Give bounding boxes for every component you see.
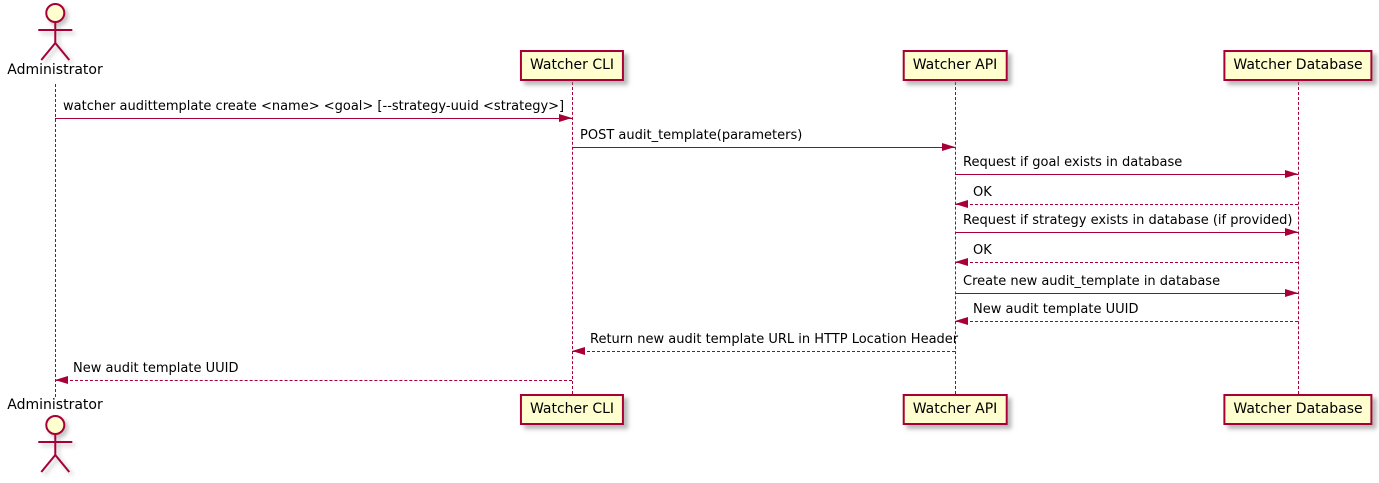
arrowhead-icon [955,200,968,208]
arrowhead-icon [572,347,585,355]
actor-administrator-bottom: Administrator [7,397,103,474]
message-label-4: OK [973,185,992,200]
message-line-6 [955,262,1298,263]
message-line-1 [55,118,572,119]
message-label-8: New audit template UUID [973,302,1139,317]
message-label-2: POST audit_template(parameters) [580,128,803,143]
message-label-6: OK [973,243,992,258]
arrowhead-icon [1285,170,1298,178]
message-label-1: watcher audittemplate create <name> <goa… [63,99,565,114]
message-line-4 [955,204,1298,205]
participant-box-watcher-api-top: Watcher API [902,50,1008,81]
message-label-3: Request if goal exists in database [963,155,1183,170]
message-line-2 [572,147,955,148]
person-icon [38,3,72,61]
message-label-5: Request if strategy exists in database (… [963,213,1293,228]
message-line-3 [955,174,1298,175]
participant-box-watcher-database-top: Watcher Database [1223,50,1373,81]
actor-label: Administrator [7,397,103,413]
arrowhead-icon [1285,228,1298,236]
lifeline-watcher-cli [572,82,573,394]
actor-administrator-top: Administrator [7,2,103,79]
lifeline-administrator [55,84,56,397]
lifeline-watcher-database [1298,82,1299,394]
person-icon [38,415,72,473]
message-line-8 [955,321,1298,322]
message-label-7: Create new audit_template in database [963,274,1221,289]
arrowhead-icon [1285,289,1298,297]
lifeline-watcher-api [955,82,956,394]
message-label-10: New audit template UUID [73,361,239,376]
participant-box-watcher-api-bottom: Watcher API [902,394,1008,425]
arrowhead-icon [955,258,968,266]
arrowhead-icon [55,376,68,384]
participant-box-watcher-database-bottom: Watcher Database [1223,394,1373,425]
message-line-10 [55,380,572,381]
message-label-9: Return new audit template URL in HTTP Lo… [590,332,959,347]
arrowhead-icon [559,114,572,122]
message-line-7 [955,293,1298,294]
participant-box-watcher-cli-bottom: Watcher CLI [519,394,625,425]
arrowhead-icon [955,317,968,325]
message-line-5 [955,232,1298,233]
participant-box-watcher-cli-top: Watcher CLI [519,50,625,81]
message-line-9 [572,351,955,352]
arrowhead-icon [942,143,955,151]
actor-label: Administrator [7,62,103,78]
